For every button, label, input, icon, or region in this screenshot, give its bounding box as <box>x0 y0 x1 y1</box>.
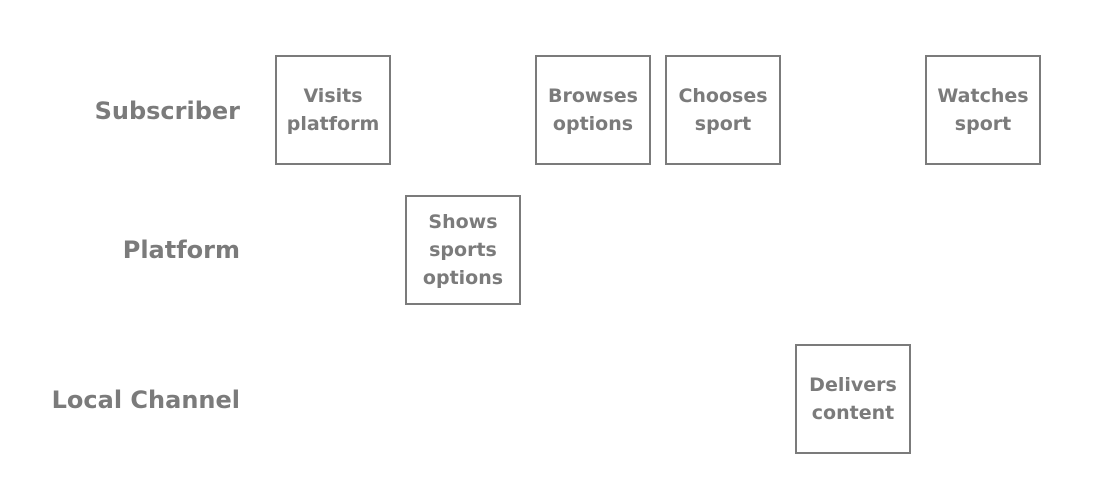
step-label: Browses options <box>548 85 638 135</box>
step-label: Shows sports options <box>422 211 504 289</box>
lane-label-subscriber: Subscriber <box>94 97 240 125</box>
step-browses-options: Browses options <box>535 55 651 165</box>
step-shows-sports-options: Shows sports options <box>405 195 521 305</box>
lane-label-platform: Platform <box>122 236 240 264</box>
step-delivers-content: Delivers content <box>795 344 911 454</box>
step-chooses-sport: Chooses sport <box>665 55 781 165</box>
step-label: Delivers content <box>809 374 897 424</box>
lane-label-local-channel: Local Channel <box>51 386 240 414</box>
step-visits-platform: Visits platform <box>275 55 391 165</box>
step-label: Chooses sport <box>678 85 768 135</box>
step-watches-sport: Watches sport <box>925 55 1041 165</box>
step-label: Watches sport <box>937 85 1029 135</box>
step-label: Visits platform <box>286 85 380 135</box>
